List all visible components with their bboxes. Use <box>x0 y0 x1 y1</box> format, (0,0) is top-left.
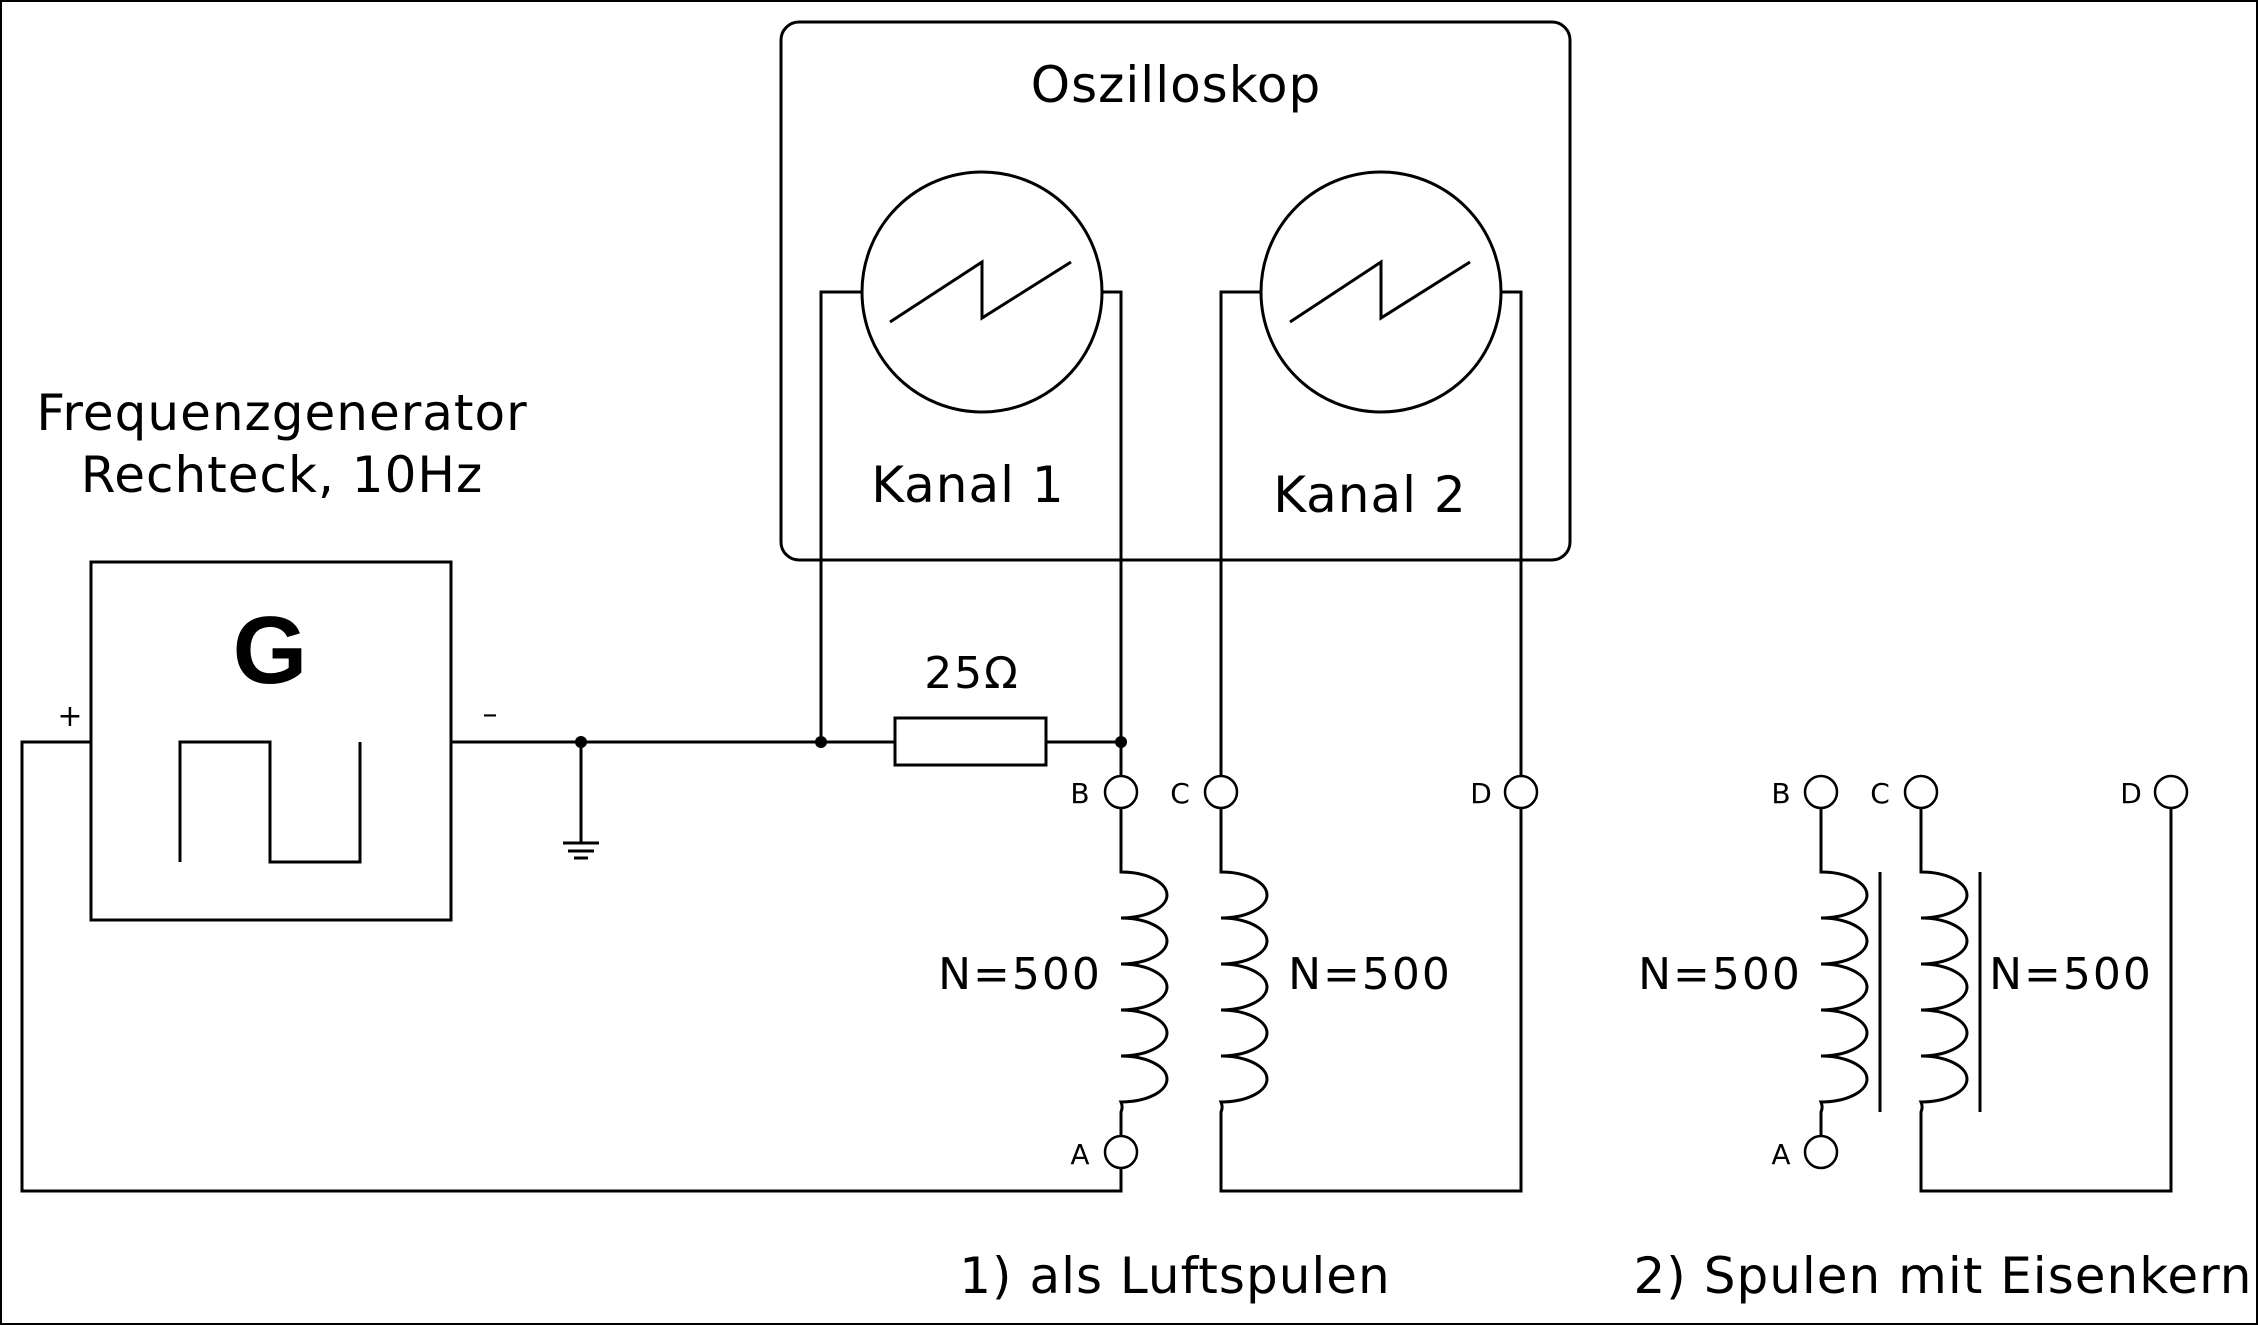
wire-ch1-left <box>819 290 862 742</box>
secondary-coil-label: N=500 <box>1989 949 2153 1000</box>
channel2-label: Kanal 2 <box>1273 466 1466 524</box>
oscilloscope-title: Oszilloskop <box>1031 56 1321 114</box>
sawtooth-icon <box>889 259 1072 324</box>
generator-title-line1: Frequenzgenerator <box>36 384 527 442</box>
generator-symbol: G <box>233 597 308 704</box>
oscilloscope-box <box>779 20 1572 562</box>
secondary-coil <box>1918 808 2173 1193</box>
terminal-a-label: A <box>1070 1138 1089 1171</box>
primary-coil <box>1818 808 1869 1136</box>
setup1-caption: 1) als Luftspulen <box>959 1247 1391 1305</box>
terminal-c-label: C <box>1870 777 1890 810</box>
primary-coil-label: N=500 <box>1638 949 1802 1000</box>
square-wave-icon <box>178 740 362 864</box>
primary-coil-label: N=500 <box>938 949 1102 1000</box>
terminal-b-label: B <box>1771 777 1790 810</box>
wire-ch2-left <box>1219 290 1261 776</box>
terminal-d-label: D <box>2120 777 2142 810</box>
primary-coil <box>1118 808 1169 1136</box>
terminal-d-label: D <box>1470 777 1492 810</box>
secondary-coil-label: N=500 <box>1288 949 1452 1000</box>
sawtooth-icon <box>1289 259 1471 324</box>
terminal-c-label: C <box>1170 777 1190 810</box>
wire-ch2-right <box>1501 290 1523 776</box>
setup2-caption: 2) Spulen mit Eisenkern <box>1634 1247 2253 1305</box>
resistor-label: 25Ω <box>924 648 1020 699</box>
wire-return <box>20 740 1123 1193</box>
generator-minus-sign: – <box>483 697 498 732</box>
resistor <box>893 716 1048 767</box>
channel1-label: Kanal 1 <box>871 456 1064 514</box>
junction-dot <box>575 736 587 748</box>
terminal-a-label: A <box>1771 1138 1790 1171</box>
generator-title-line2: Rechteck, 10Hz <box>81 446 484 504</box>
secondary-coil <box>1218 808 1523 1193</box>
generator-plus-sign: + <box>57 699 82 734</box>
terminal-b-label: B <box>1070 777 1089 810</box>
wire-ch1-right <box>1102 290 1123 742</box>
ground-icon <box>563 841 599 860</box>
